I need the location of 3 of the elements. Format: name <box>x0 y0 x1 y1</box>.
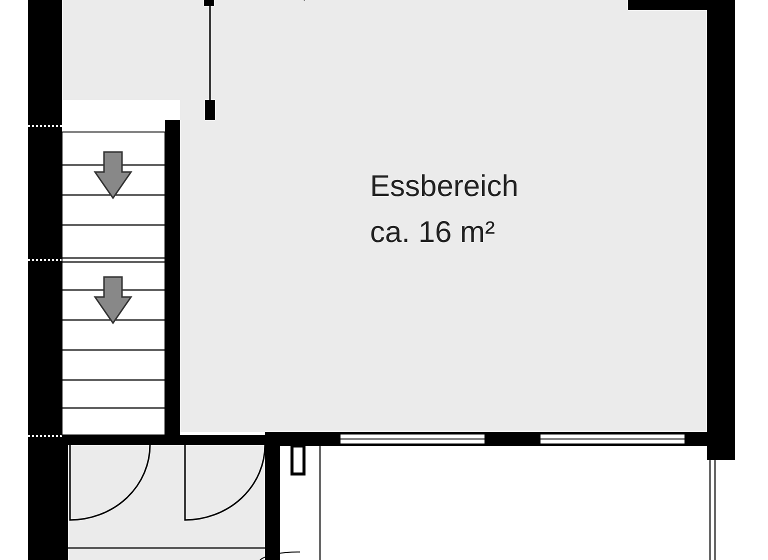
room-area <box>180 120 707 432</box>
room-size: ca. 16 m² <box>370 218 496 248</box>
room-name: Essbereich <box>370 172 518 202</box>
